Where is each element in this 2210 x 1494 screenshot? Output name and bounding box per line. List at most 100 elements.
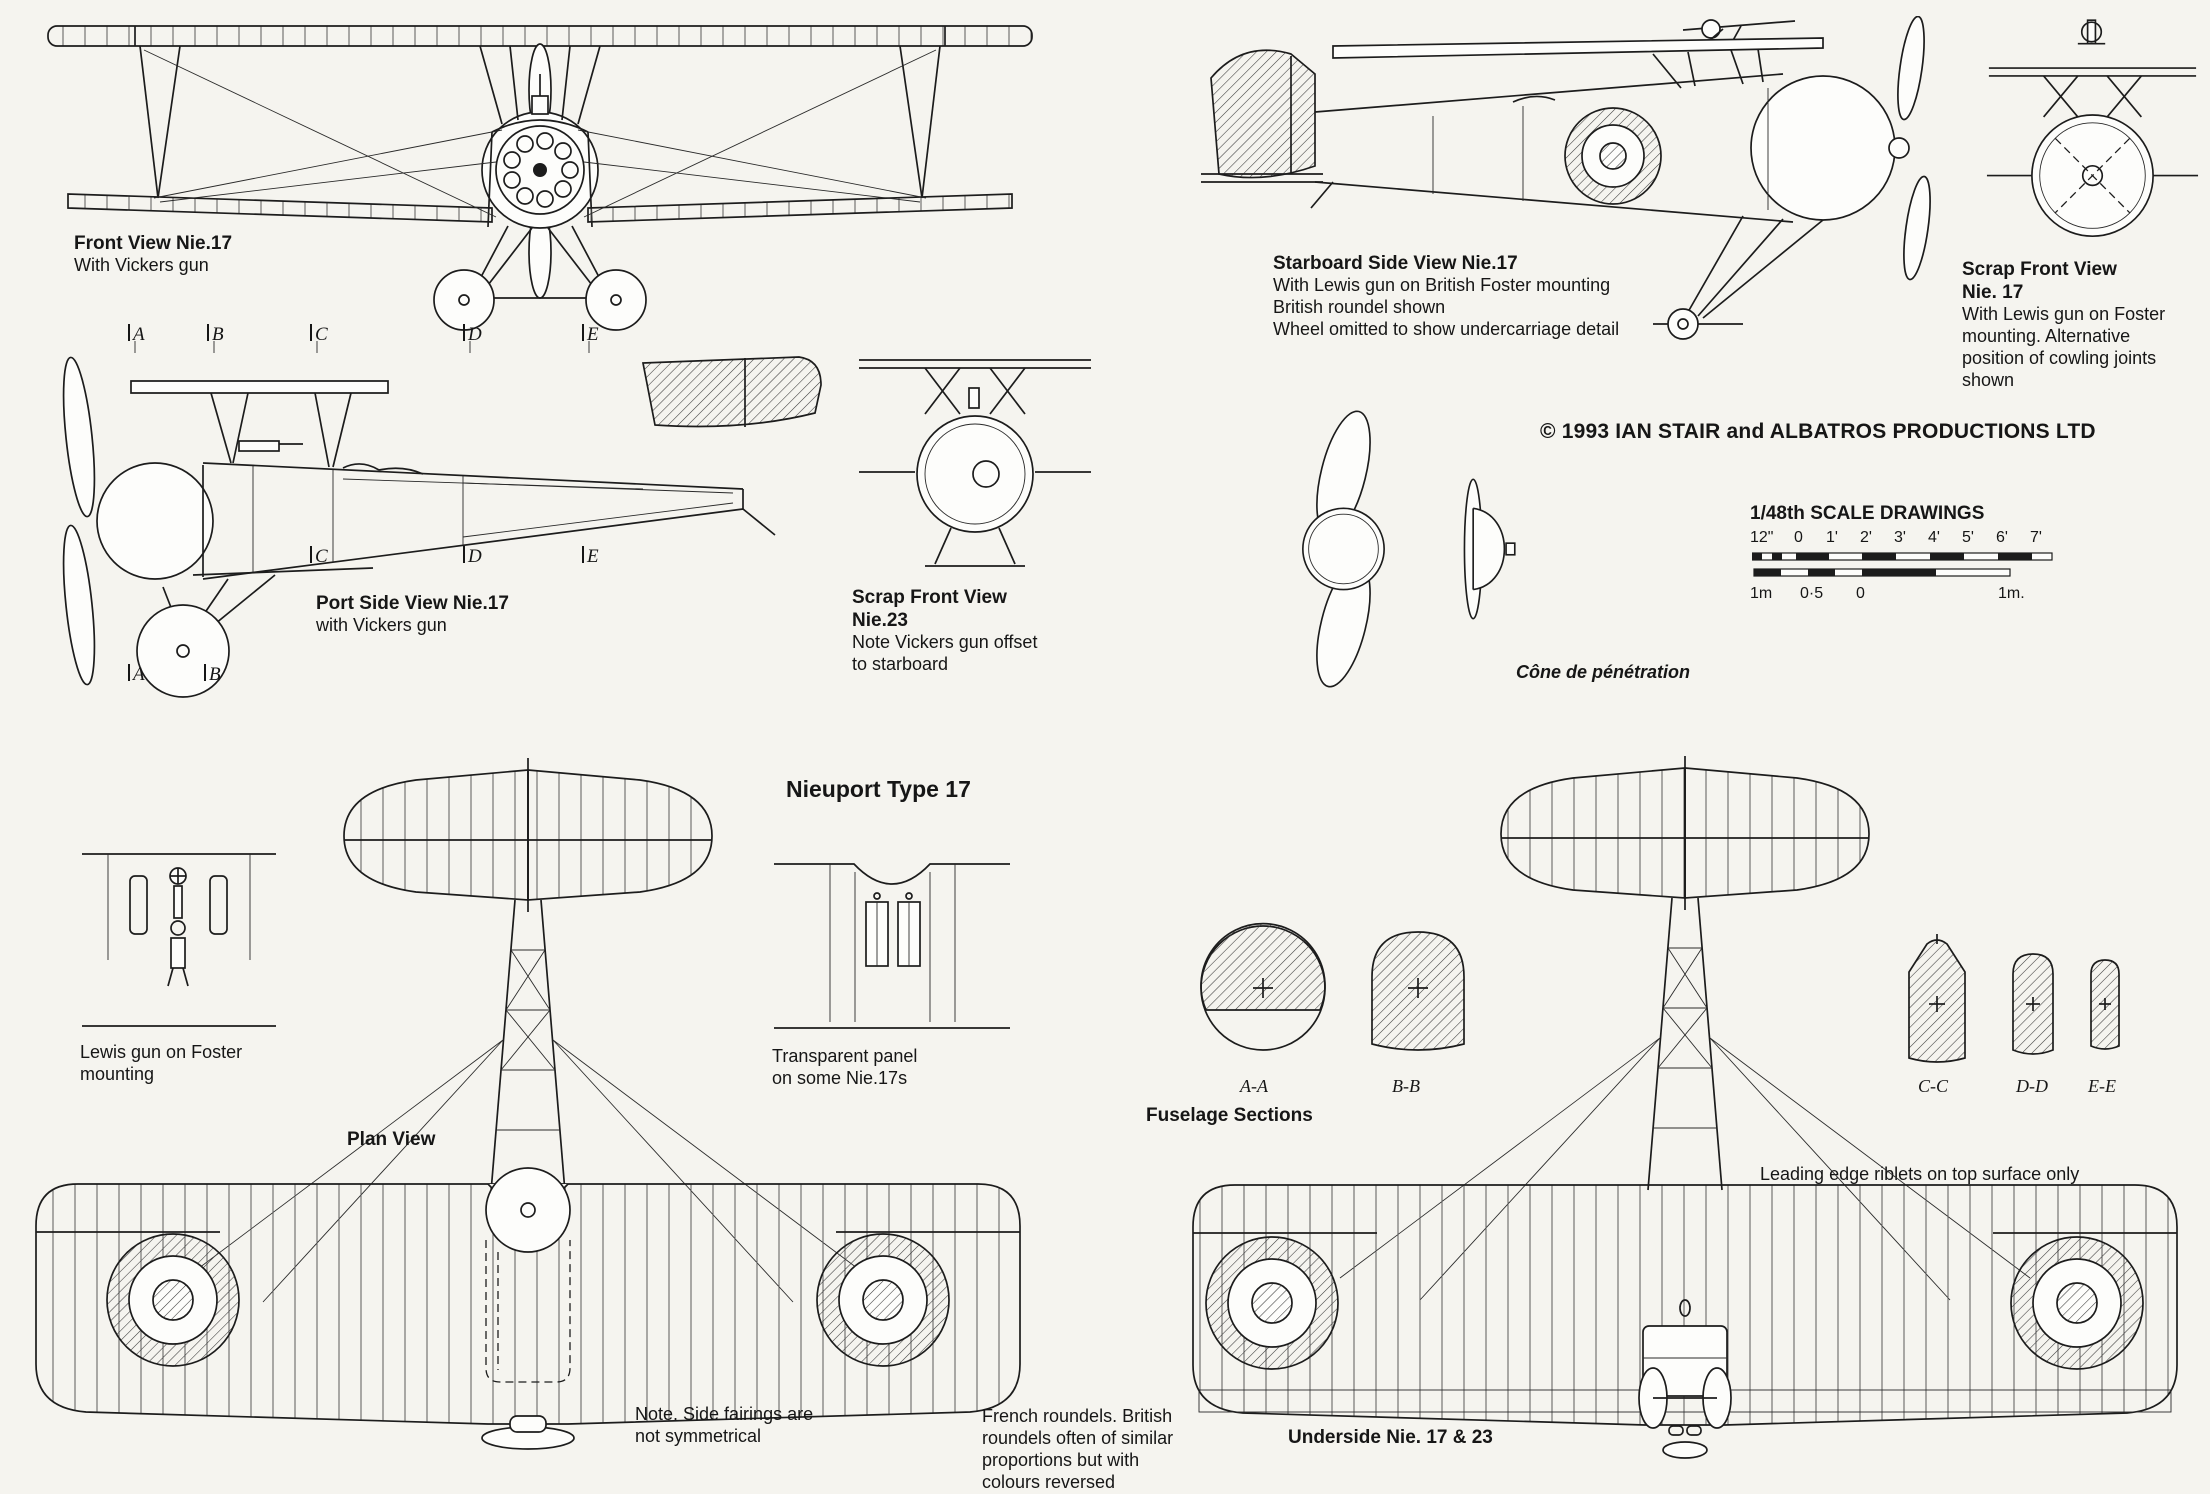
tail-rigging [342, 478, 734, 538]
starboard-title: Starboard Side View Nie.17 [1273, 253, 1518, 274]
cockpit-opening [342, 463, 380, 471]
tailplane-hatched [641, 356, 822, 428]
scale-block: 1/48th SCALE DRAWINGS 12" 0 1' 2' 3' 4' … [1750, 502, 2120, 612]
section-marker-d-mid: D [463, 546, 482, 568]
cabane-struts [479, 45, 601, 125]
section-marker-c-top: C [310, 324, 328, 346]
fuselage [192, 462, 744, 580]
cowling [96, 462, 214, 580]
cowling [916, 415, 1034, 533]
cabane-struts [210, 392, 352, 468]
section-marker-b-top: B [207, 324, 224, 346]
imperial-tick: 7' [2030, 529, 2042, 547]
imperial-tick: 6' [1996, 529, 2008, 547]
side-fairings-note: Note. Side fairings are not symmetrical [635, 1404, 814, 1446]
top-wing [130, 380, 389, 394]
tailplane [1500, 756, 1870, 910]
section-marker-a-top: A [128, 324, 145, 346]
section-label-dd: D-D [2016, 1076, 2048, 1096]
starboard-note: With Lewis gun on British Foster mountin… [1273, 275, 1620, 340]
top-wing [47, 25, 1033, 47]
metric-tick: 1m [1750, 585, 1773, 603]
metric-tick: 0 [1856, 585, 1865, 603]
copyright-line: © 1993 IAN STAIR and ALBATROS PRODUCTION… [1540, 420, 2096, 443]
section-ticks [134, 341, 590, 353]
scale-bars: 12" 0 1' 2' 3' 4' 5' 6' 7' 1m 0·5 0 1m. [1750, 529, 2120, 613]
front-view-sub: With Vickers gun [74, 255, 209, 276]
transparent-panel-caption: Transparent panel on some Nie.17s [772, 1046, 918, 1088]
fuselage [490, 899, 566, 1193]
imperial-tick: 5' [1962, 529, 1974, 547]
port-side-sub: with Vickers gun [316, 615, 447, 636]
wing-panels [107, 854, 251, 960]
scrap-front-17-drawing [1986, 19, 2199, 238]
section-marker-d-top: D [463, 324, 482, 346]
section-ee-drawing [2090, 959, 2120, 1050]
lewis-gun-caption: Lewis gun on Foster mounting [80, 1042, 243, 1084]
rigging-wires [143, 49, 937, 218]
starboard-caption: Starboard Side View Nie.17 With Lewis gu… [1273, 252, 1619, 341]
scrap-front-23-note: Note Vickers gun offset to starboard [852, 632, 1038, 675]
section-label-aa: A-A [1240, 1076, 1268, 1096]
section-label-ee: E-E [2088, 1076, 2116, 1096]
tailplane [1201, 173, 1323, 183]
metric-tick: 1m. [1998, 585, 2025, 603]
transparent-panels [865, 892, 921, 967]
cockpit-opening [1512, 95, 1556, 103]
section-marker-a-bottom: A [128, 664, 145, 686]
access-hole [1679, 1299, 1691, 1317]
scale-heading: 1/48th SCALE DRAWINGS [1750, 503, 1985, 524]
spinner-side [1463, 478, 1516, 620]
propeller-icon [1888, 16, 1931, 281]
wing-underside [1192, 1184, 2178, 1426]
port-side-caption: Port Side View Nie.17 with Vickers gun [316, 592, 509, 637]
roundel [1564, 107, 1662, 205]
imperial-tick: 12" [1750, 529, 1774, 547]
starboard-side-drawing [1201, 16, 1931, 340]
tailplane [343, 758, 713, 912]
propeller-icon [62, 356, 96, 686]
cowling [2031, 114, 2154, 238]
lewis-gun-detail-drawing [82, 853, 276, 1027]
undercarriage [925, 527, 1025, 567]
tail-skid [742, 508, 776, 536]
scrap-front-17-caption: Scrap Front View Nie. 17 With Lewis gun … [1962, 258, 2165, 392]
undercarriage [433, 225, 647, 331]
nose-frame [1638, 1325, 1732, 1459]
port-side-title: Port Side View Nie.17 [316, 593, 509, 614]
roundel-right [2010, 1236, 2144, 1370]
cowling-through-cutout [485, 1167, 571, 1253]
rudder-hatched [1210, 49, 1316, 179]
imperial-tick: 1' [1826, 529, 1838, 547]
vickers-gun [238, 440, 303, 452]
lower-wings [67, 193, 1013, 223]
fuselage [1314, 73, 1794, 223]
interplane-struts [139, 45, 941, 199]
propeller-front [1302, 410, 1385, 688]
top-wing [1332, 37, 1824, 59]
section-bb-drawing [1371, 931, 1465, 1051]
cowling-engine [481, 111, 599, 229]
roundel-left [1205, 1236, 1339, 1370]
plan-view-caption: Plan View [347, 1129, 436, 1150]
riblets-note: Leading edge riblets on top surface only [1760, 1164, 2080, 1184]
cabane-struts [924, 367, 1026, 415]
scrap-front-17-title: Scrap Front View Nie. 17 [1962, 259, 2117, 304]
section-marker-c-mid: C [310, 546, 328, 568]
section-dd-drawing [2012, 953, 2054, 1055]
imperial-tick: 0 [1794, 529, 1803, 547]
section-marker-e-mid: E [582, 546, 599, 568]
front-view-caption: Front View Nie.17 With Vickers gun [74, 232, 232, 277]
scrap-front-23-caption: Scrap Front View Nie.23 Note Vickers gun… [852, 586, 1037, 676]
imperial-tick: 4' [1928, 529, 1940, 547]
scrap-front-23-drawing [859, 359, 1091, 567]
front-view-title: Front View Nie.17 [74, 233, 233, 254]
underside-drawing [1192, 756, 2178, 1459]
section-cc-drawing [1908, 934, 1966, 1063]
gun-offset [972, 460, 1000, 488]
cabane-struts [1652, 48, 1764, 89]
cowling [1750, 75, 1896, 221]
imperial-tick: 2' [1860, 529, 1872, 547]
vickers-gun [968, 387, 980, 409]
